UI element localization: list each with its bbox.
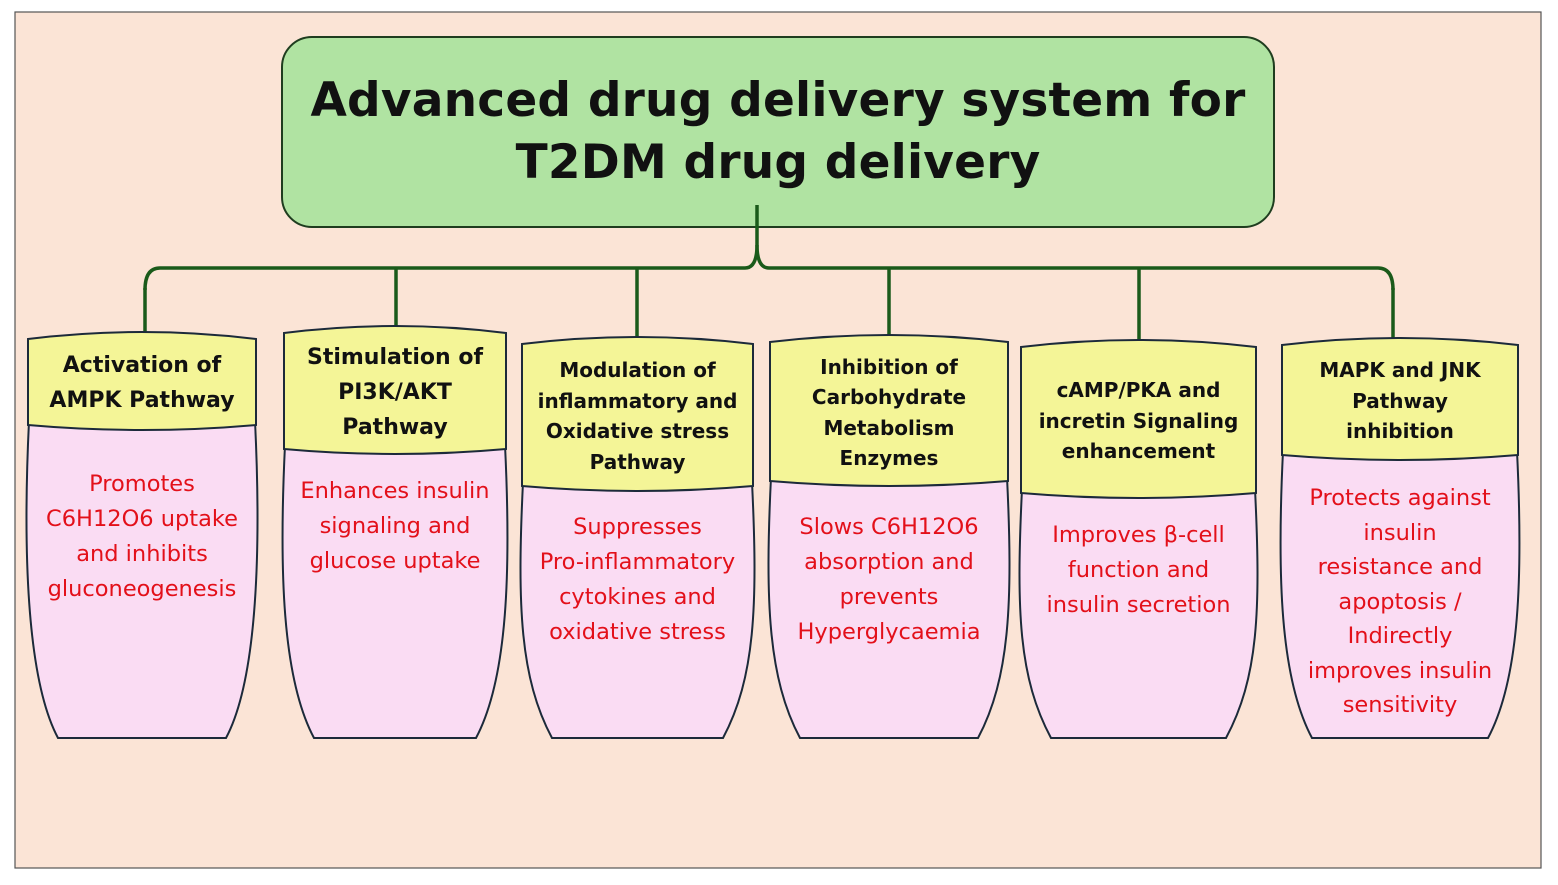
connector-tree <box>142 205 1402 351</box>
pathway-column-2 <box>281 325 509 739</box>
connector-right-branch <box>755 244 1395 291</box>
pathway-body-2 <box>281 444 509 739</box>
pathway-body-5 <box>1018 488 1259 739</box>
pathway-columns <box>25 325 1521 739</box>
pathway-body-6 <box>1279 450 1521 739</box>
pathway-header-box-3 <box>521 336 754 492</box>
pathway-body-3 <box>519 481 756 739</box>
pathway-body-1 <box>25 420 259 739</box>
pathway-header-box-1 <box>27 331 257 431</box>
pathway-header-box-2 <box>283 325 507 455</box>
pathway-header-box-5 <box>1020 339 1257 499</box>
pathway-column-3 <box>519 336 756 739</box>
pathway-header-box-6 <box>1281 337 1519 461</box>
pathway-column-6 <box>1279 337 1521 739</box>
pathway-column-5 <box>1018 339 1259 739</box>
pathway-body-4 <box>767 476 1011 739</box>
pathway-column-1 <box>25 331 259 739</box>
pathway-column-4 <box>767 334 1011 739</box>
pathway-header-box-4 <box>769 334 1009 487</box>
title-box <box>281 36 1275 228</box>
